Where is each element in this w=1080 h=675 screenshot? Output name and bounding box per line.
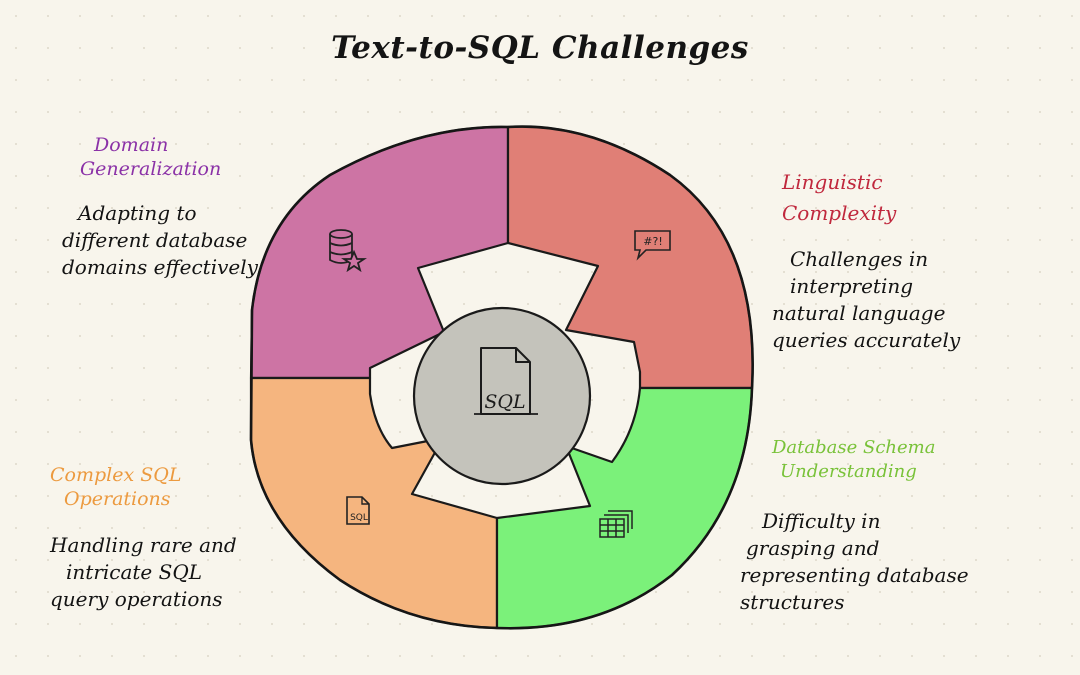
linguistic-complexity-description: Challenges in interpreting natural langu… (772, 246, 960, 354)
table-stack-icon (599, 510, 633, 538)
complex-sql-operations-heading: Complex SQL Operations (50, 463, 181, 511)
heading-line: Understanding (780, 461, 917, 482)
heading-line: Complex SQL (50, 464, 182, 486)
speech-bubble-icon: #?! (634, 230, 671, 261)
sql-document-icon (474, 347, 538, 415)
description-line: Handling rare and (50, 533, 237, 557)
description-line: natural language (772, 301, 946, 325)
heading-line: Generalization (80, 158, 222, 180)
database-schema-understanding-description: Difficulty in grasping and representing … (740, 508, 969, 616)
speech-bubble-text: #?! (643, 235, 662, 248)
sql-file-text: SQL (350, 513, 368, 523)
domain-generalization-heading: Domain Generalization (80, 133, 221, 181)
database-schema-understanding-heading: Database Schema Understanding (772, 436, 935, 484)
database-star-icon (329, 229, 367, 273)
description-line: structures (740, 590, 845, 614)
heading-line: Linguistic (782, 170, 883, 194)
heading-line: Operations (64, 488, 171, 510)
description-line: different database (62, 228, 248, 252)
description-line: intricate SQL (66, 560, 203, 584)
center-sql-label: SQL (484, 391, 525, 413)
domain-generalization-description: Adapting to different database domains e… (62, 200, 258, 281)
diagram-title: Text-to-SQL Challenges (331, 30, 749, 66)
description-line: representing database (740, 563, 969, 587)
center-hub (412, 306, 592, 486)
heading-line: Complexity (782, 201, 897, 225)
linguistic-complexity-heading: Linguistic Complexity (782, 167, 896, 229)
heading-line: Database Schema (772, 437, 936, 458)
ring-outline (249, 125, 754, 630)
description-line: interpreting (790, 274, 914, 298)
heading-line: Domain (94, 134, 169, 156)
complex-sql-operations-description: Handling rare and intricate SQL query op… (50, 532, 237, 613)
description-line: queries accurately (772, 328, 961, 352)
description-line: query operations (50, 587, 223, 611)
description-line: Difficulty in (762, 509, 881, 533)
description-line: domains effectively (62, 255, 258, 279)
description-line: Challenges in (790, 247, 929, 271)
sql-file-icon: SQL (346, 496, 370, 525)
description-line: Adapting to (78, 201, 197, 225)
description-line: grasping and (746, 536, 880, 560)
